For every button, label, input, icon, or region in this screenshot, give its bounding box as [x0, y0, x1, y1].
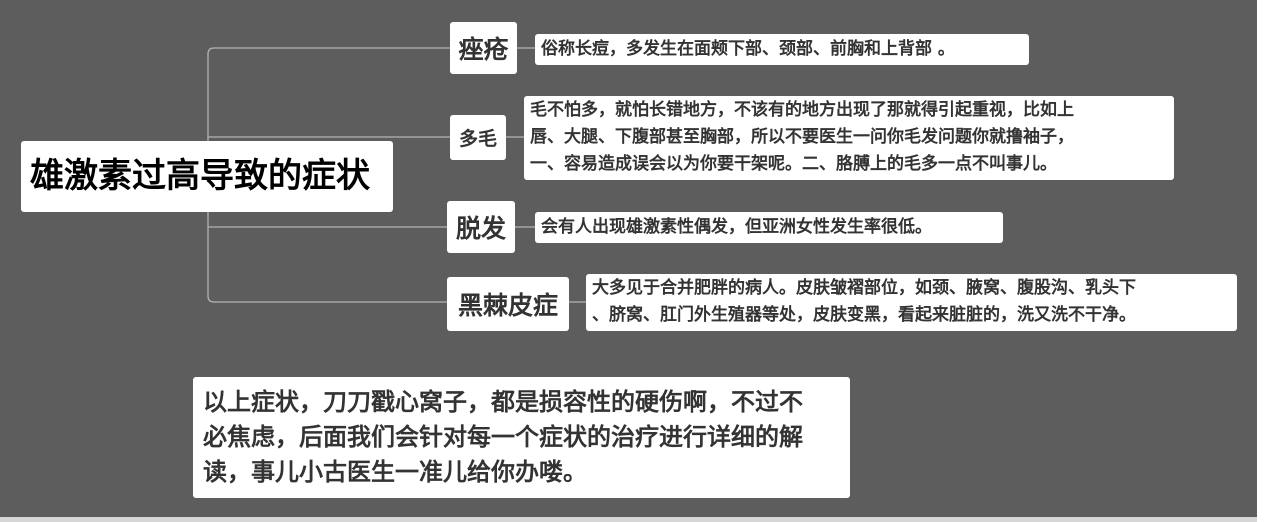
note-line: 以上症状，刀刀戳心窝子，都是损容性的硬伤啊，不过不 [203, 388, 803, 416]
description-line: 唇、大腿、下腹部甚至胸部，所以不要医生一问你毛发问题你就撸袖子， [530, 127, 1074, 147]
canvas-bottom-edge [0, 517, 1257, 522]
note-line: 必焦虑，后面我们会针对每一个症状的治疗进行详细的解 [203, 423, 803, 451]
description-line: 会有人出现雄激素性偶发，但亚洲女性发生率很低。 [541, 217, 932, 237]
floating-note[interactable]: 以上症状，刀刀戳心窝子，都是损容性的硬伤啊，不过不 必焦虑，后面我们会针对每一个… [193, 377, 850, 498]
description-line: 毛不怕多，就怕长错地方，不该有的地方出现了那就得引起重视，比如上 [530, 100, 1074, 120]
topic-hair-loss[interactable]: 脱发 [447, 201, 515, 253]
description-line: 俗称长痘，多发生在面颊下部、颈部、前胸和上背部 。 [541, 39, 955, 59]
description-line: 、脐窝、肛门外生殖器等处，皮肤变黑，看起来脏脏的，洗又洗不干净。 [592, 305, 1136, 325]
description-acne[interactable]: 俗称长痘，多发生在面颊下部、颈部、前胸和上背部 。 [535, 34, 1029, 65]
description-line: 大多见于合并肥胖的病人。皮肤皱褶部位，如颈、腋窝、腹股沟、乳头下 [592, 278, 1136, 298]
topic-acanthosis-nigricans[interactable]: 黑棘皮症 [447, 277, 569, 331]
description-acanthosis-nigricans[interactable]: 大多见于合并肥胖的病人。皮肤皱褶部位，如颈、腋窝、腹股沟、乳头下 、脐窝、肛门外… [586, 274, 1237, 331]
topic-acne[interactable]: 痤疮 [450, 22, 517, 74]
description-hair-loss[interactable]: 会有人出现雄激素性偶发，但亚洲女性发生率很低。 [535, 212, 1003, 243]
topic-hirsutism[interactable]: 多毛 [450, 115, 506, 160]
description-line: 一、容易造成误会以为你要干架呢。二、胳膊上的毛多一点不叫事儿。 [530, 154, 1057, 174]
description-hirsutism[interactable]: 毛不怕多，就怕长错地方，不该有的地方出现了那就得引起重视，比如上 唇、大腿、下腹… [524, 96, 1174, 180]
note-line: 读，事儿小古医生一准儿给你办喽。 [203, 458, 587, 486]
root-topic[interactable]: 雄激素过高导致的症状 [21, 141, 393, 212]
